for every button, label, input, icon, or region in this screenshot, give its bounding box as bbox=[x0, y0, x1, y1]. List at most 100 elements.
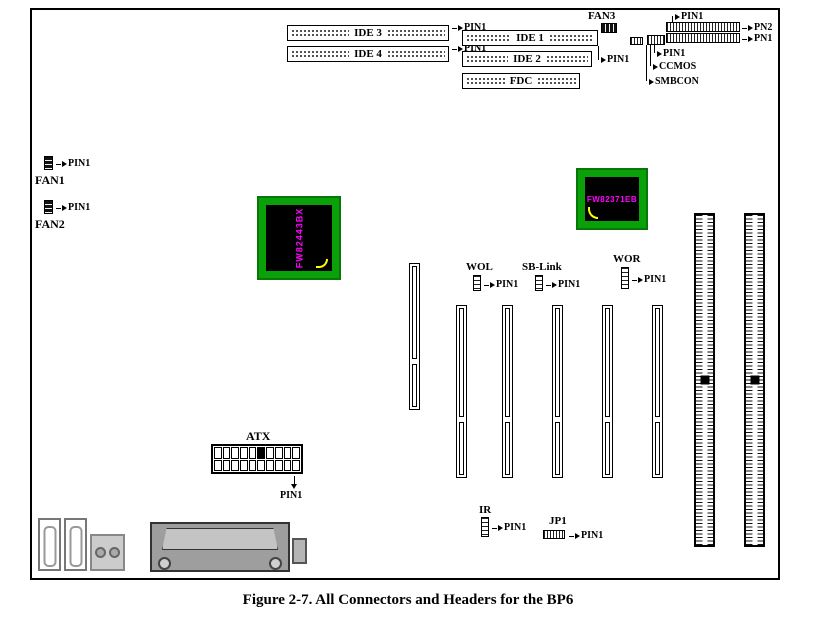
fan3-label: FAN3 bbox=[588, 10, 616, 22]
pin-dots bbox=[466, 76, 505, 86]
pin1-mark-icon bbox=[316, 259, 328, 268]
ide4-pin1-annotation: PIN1 bbox=[452, 44, 486, 54]
arrow-icon bbox=[62, 205, 67, 211]
sb-link-label: SB-Link bbox=[522, 261, 562, 273]
slot-segment bbox=[459, 422, 464, 475]
ide4-label: IDE 4 bbox=[354, 47, 382, 60]
atx-pin-cell bbox=[248, 447, 257, 459]
fan2-connector bbox=[44, 200, 53, 214]
pin-dots bbox=[386, 49, 445, 59]
pn2-connector bbox=[666, 22, 740, 32]
slot-segment bbox=[605, 308, 610, 418]
atx-pin-cell bbox=[231, 447, 240, 459]
arrow-icon bbox=[601, 57, 606, 63]
fdc-connector: FDC bbox=[462, 73, 580, 89]
atx-pin-cell bbox=[231, 459, 240, 471]
slot-segment bbox=[459, 308, 464, 418]
northbridge-chip: FW82443BX bbox=[257, 196, 341, 280]
pin1-label: PIN1 bbox=[581, 530, 604, 541]
rear-port-keyboard bbox=[38, 518, 61, 571]
pin-dots bbox=[291, 49, 350, 59]
rear-port-mouse bbox=[64, 518, 87, 571]
southbridge-chip: FW82371EB bbox=[576, 168, 648, 230]
arrow-icon bbox=[748, 36, 753, 42]
pin1-label: PIN1 bbox=[464, 43, 487, 54]
atx-pin-cell bbox=[240, 459, 248, 471]
pci-slot-3 bbox=[552, 305, 563, 478]
arrow-icon bbox=[498, 525, 503, 531]
atx-pin-cell bbox=[214, 447, 222, 459]
pn2-label: PN2 bbox=[754, 22, 773, 33]
atx-pin-cell bbox=[266, 459, 274, 471]
ide3-label: IDE 3 bbox=[354, 26, 382, 39]
wor-pin1-annotation: PIN1 bbox=[632, 275, 666, 285]
atx-pin-cell bbox=[266, 447, 274, 459]
pn-pin1-annotation: PIN1 bbox=[675, 12, 703, 22]
jp1-jumper bbox=[543, 530, 565, 539]
fdc-label: FDC bbox=[509, 74, 533, 87]
ide1-label: IDE 1 bbox=[516, 31, 544, 44]
pin1-label: PIN1 bbox=[68, 158, 91, 169]
leader-line bbox=[742, 38, 747, 40]
sb-link-pin1-annotation: PIN1 bbox=[546, 280, 580, 290]
southbridge-part-number: FW82371EB bbox=[586, 194, 638, 204]
pin1-label: PIN1 bbox=[681, 11, 704, 22]
pin1-mark-icon bbox=[588, 207, 598, 219]
pn1-label: PN1 bbox=[754, 33, 773, 44]
pin1-label: PIN1 bbox=[68, 202, 91, 213]
ir-label: IR bbox=[479, 504, 492, 516]
fan1-pin1-annotation: PIN1 bbox=[56, 159, 90, 169]
pin1-label: PIN1 bbox=[496, 279, 519, 290]
leader-line bbox=[632, 279, 637, 281]
fan2-pin1-annotation: PIN1 bbox=[56, 203, 90, 213]
pci-slot-5 bbox=[652, 305, 663, 478]
pin1-label: PIN1 bbox=[607, 54, 630, 65]
ir-header bbox=[481, 517, 489, 537]
arrow-icon bbox=[657, 51, 662, 57]
pin-dots bbox=[537, 76, 577, 86]
arrow-icon bbox=[675, 14, 680, 20]
pin-dots bbox=[545, 54, 588, 64]
smbcon-label: SMBCON bbox=[655, 76, 699, 87]
fan1-label: FAN1 bbox=[35, 173, 65, 187]
pci-slot-4 bbox=[602, 305, 613, 478]
pin1-label: PIN1 bbox=[504, 522, 527, 533]
slot-segment bbox=[605, 422, 610, 475]
pin-dots bbox=[548, 33, 594, 43]
leader-line bbox=[452, 48, 457, 50]
port-hole bbox=[109, 547, 120, 558]
ide1-connector: IDE 1 bbox=[462, 30, 598, 46]
leader-line bbox=[646, 45, 647, 81]
ide1-pin1-annotation: PIN1 bbox=[601, 55, 629, 65]
sb-link-header bbox=[535, 275, 543, 291]
atx-pin-cell bbox=[274, 459, 283, 471]
wol-header bbox=[473, 275, 481, 291]
wol-pin1-annotation: PIN1 bbox=[484, 280, 518, 290]
leader-line bbox=[492, 527, 497, 529]
rear-port-usb bbox=[90, 534, 125, 571]
wor-label: WOR bbox=[613, 253, 641, 265]
slot-segment bbox=[505, 308, 510, 418]
leader-line bbox=[742, 27, 747, 29]
northbridge-part-number: FW82443BX bbox=[294, 207, 304, 269]
leader-line bbox=[56, 207, 61, 209]
pin-dots bbox=[466, 33, 512, 43]
atx-pin-cell bbox=[292, 447, 300, 459]
dimm-slot-2 bbox=[744, 213, 765, 547]
arrow-icon bbox=[653, 64, 658, 70]
arrow-icon bbox=[490, 282, 495, 288]
slot-keyway bbox=[700, 375, 709, 385]
slot-keyway bbox=[750, 375, 759, 385]
dsub-face bbox=[162, 528, 278, 550]
pin1-label: PIN1 bbox=[464, 22, 487, 33]
wor-header bbox=[621, 267, 629, 289]
ccmos-label: CCMOS bbox=[659, 61, 697, 72]
atx-power-connector bbox=[211, 444, 303, 474]
atx-label: ATX bbox=[246, 429, 271, 443]
slot-segment bbox=[655, 422, 660, 475]
fan3-connector bbox=[601, 23, 617, 33]
agp-slot bbox=[409, 263, 420, 410]
slot-segment bbox=[555, 308, 560, 418]
southbridge-die: FW82371EB bbox=[585, 177, 639, 221]
